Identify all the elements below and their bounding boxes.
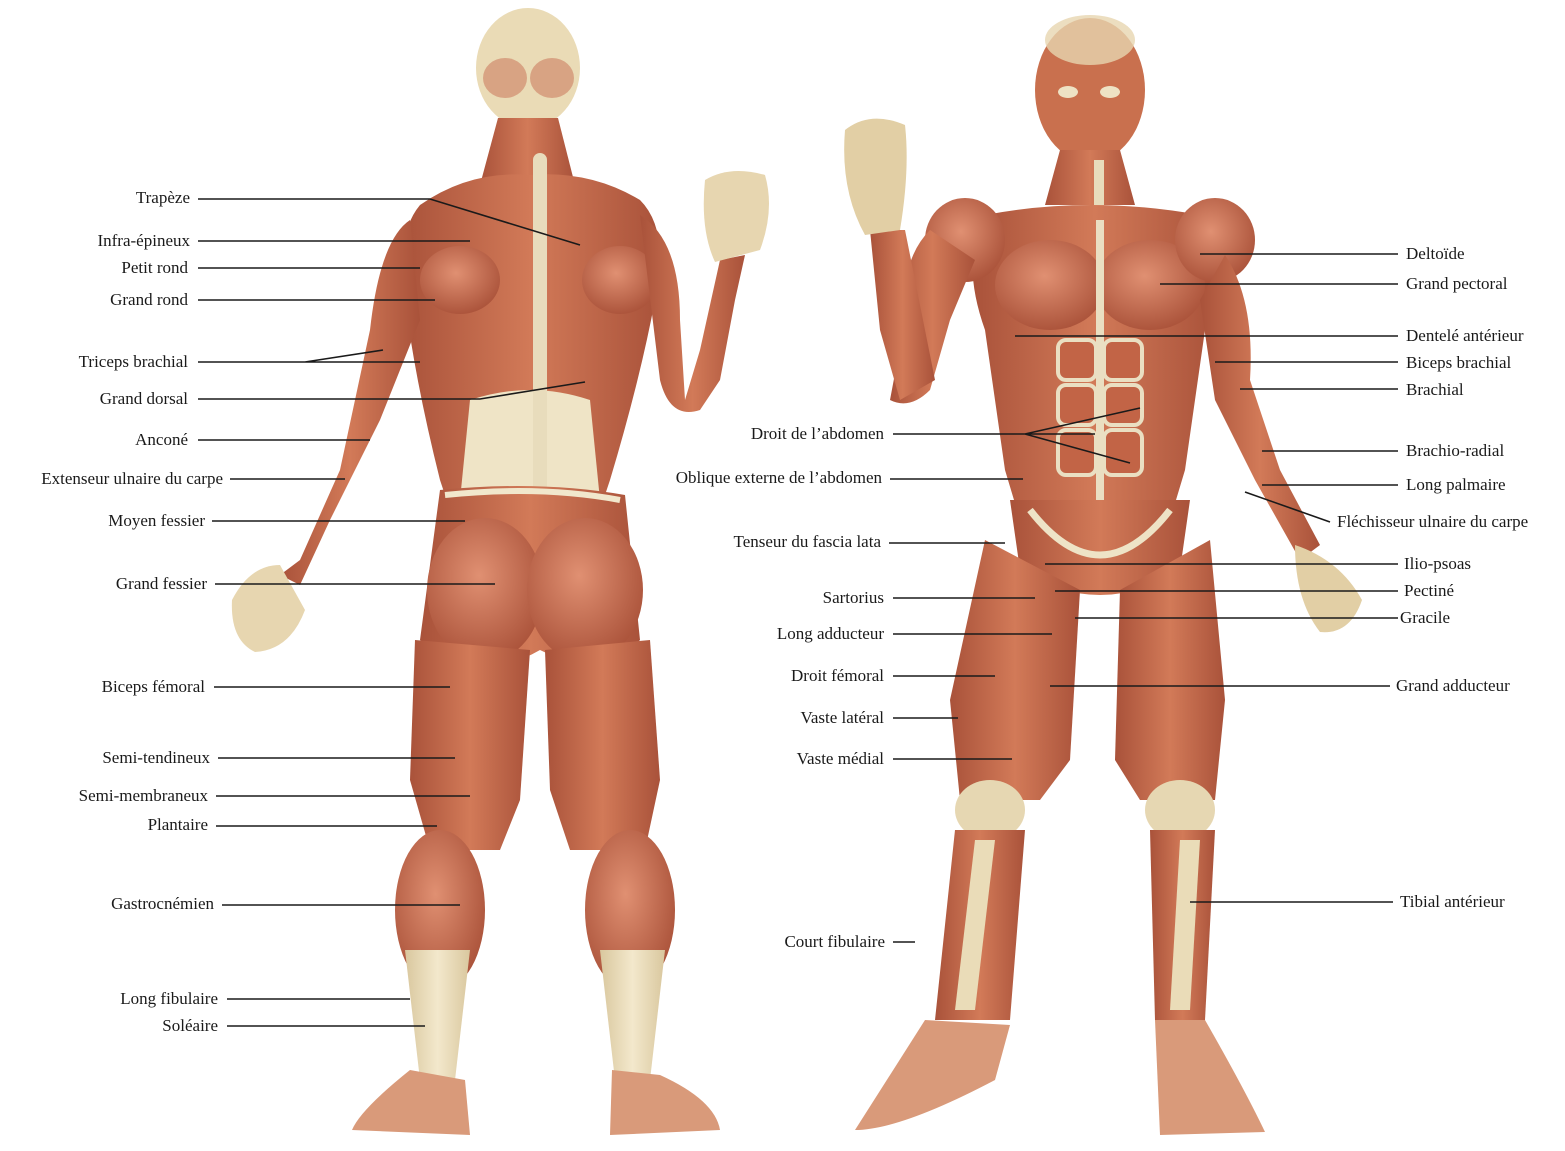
label-triceps-brachial: Triceps brachial (79, 352, 189, 371)
label-long-fibulaire: Long fibulaire (120, 989, 218, 1008)
label-long-palmaire: Long palmaire (1406, 475, 1506, 494)
label-semi-tendineux: Semi-tendineux (102, 748, 210, 767)
anterior-pectoral-left (995, 240, 1105, 330)
label-biceps-brachial: Biceps brachial (1406, 353, 1512, 372)
label-brachio-radial: Brachio-radial (1406, 441, 1504, 460)
anterior-figure (844, 15, 1362, 1135)
label-moyen-fessier: Moyen fessier (108, 511, 205, 530)
label-dentele-anterieur: Dentelé antérieur (1406, 326, 1524, 345)
label-vaste-medial: Vaste médial (797, 749, 885, 768)
label-tibial-anterieur: Tibial antérieur (1400, 892, 1505, 911)
label-oblique-externe: Oblique externe de l’abdomen (676, 468, 883, 487)
posterior-gluteus-left (427, 518, 543, 662)
label-semi-membraneux: Semi-membraneux (79, 786, 209, 805)
label-petit-rond: Petit rond (121, 258, 188, 277)
label-grand-rond: Grand rond (110, 290, 188, 309)
label-vaste-lateral: Vaste latéral (800, 708, 884, 727)
label-grand-fessier: Grand fessier (116, 574, 207, 593)
label-soleaire: Soléaire (162, 1016, 218, 1035)
label-grand-dorsal: Grand dorsal (100, 389, 189, 408)
label-biceps-femoral: Biceps fémoral (102, 677, 206, 696)
label-ilio-psoas: Ilio-psoas (1404, 554, 1471, 573)
label-droit-abdomen: Droit de l’abdomen (751, 424, 885, 443)
label-gastrocnemien: Gastrocnémien (111, 894, 214, 913)
label-gracile: Gracile (1400, 608, 1450, 627)
label-flechisseur-ulnaire: Fléchisseur ulnaire du carpe (1337, 512, 1528, 531)
label-plantaire: Plantaire (148, 815, 208, 834)
label-grand-pectoral: Grand pectoral (1406, 274, 1508, 293)
label-tenseur-fascia-lata: Tenseur du fascia lata (734, 532, 882, 551)
posterior-gluteus-right (527, 518, 643, 662)
label-grand-adducteur: Grand adducteur (1396, 676, 1510, 695)
label-trapeze: Trapèze (136, 188, 190, 207)
label-deltoide: Deltoïde (1406, 244, 1465, 263)
label-court-fibulaire: Court fibulaire (784, 932, 885, 951)
label-pectine: Pectiné (1404, 581, 1454, 600)
label-brachial: Brachial (1406, 380, 1464, 399)
label-extenseur-ulnaire: Extenseur ulnaire du carpe (41, 469, 223, 488)
posterior-figure (232, 8, 769, 1135)
label-long-adducteur: Long adducteur (777, 624, 884, 643)
label-infra-epineux: Infra-épineux (97, 231, 190, 250)
label-sartorius: Sartorius (823, 588, 884, 607)
label-ancone: Anconé (135, 430, 188, 449)
label-droit-femoral: Droit fémoral (791, 666, 884, 685)
